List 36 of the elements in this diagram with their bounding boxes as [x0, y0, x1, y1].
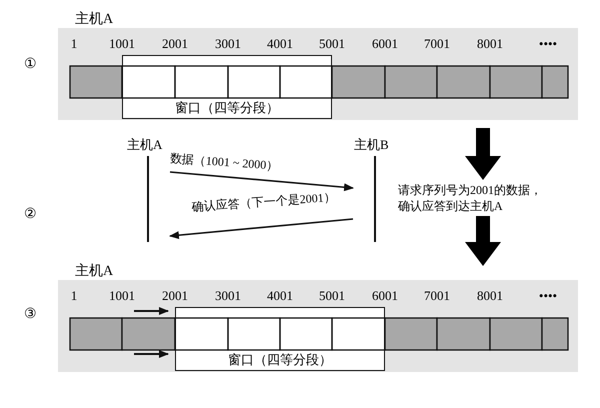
- message-arrow: [169, 218, 354, 240]
- sequence-number: 1001: [109, 36, 135, 52]
- sequence-number: 7001: [424, 288, 450, 304]
- sequence-number: 4001: [267, 36, 293, 52]
- window-label: 窗口（四等分段）: [227, 351, 333, 369]
- sequence-number: 7001: [424, 36, 450, 52]
- sequence-number: 2001: [162, 288, 188, 304]
- step-number: ②: [24, 206, 37, 223]
- host-label: 主机B: [354, 136, 389, 154]
- sequence-number: 8001: [477, 288, 503, 304]
- sequence-number: 3001: [215, 36, 241, 52]
- host-label: 主机A: [75, 262, 114, 280]
- sequence-number: 1: [70, 288, 78, 304]
- sequence-number: 5001: [319, 288, 345, 304]
- host-label: 主机A: [75, 10, 114, 28]
- block-arrow: [465, 216, 501, 266]
- sequence-number: 6001: [372, 288, 398, 304]
- window-label: 窗口（四等分段）: [174, 99, 280, 117]
- window-frame: [122, 55, 332, 119]
- message-arrow: [170, 171, 354, 192]
- sequence-number: 2001: [162, 36, 188, 52]
- sequence-number: 1: [70, 36, 78, 52]
- sequence-number: 8001: [477, 36, 503, 52]
- sequence-number: 6001: [372, 36, 398, 52]
- ellipsis: ••••: [538, 288, 558, 304]
- sequence-number: 5001: [319, 36, 345, 52]
- sequence-number: 1001: [109, 288, 135, 304]
- host-label: 主机A: [127, 136, 162, 154]
- ellipsis: ••••: [538, 36, 558, 52]
- block-arrow: [465, 128, 501, 180]
- note-text: 请求序列号为2001的数据，确认应答到达主机A: [398, 182, 546, 214]
- window-frame: [175, 307, 385, 371]
- step-number: ③: [24, 306, 37, 323]
- sequence-number: 3001: [215, 288, 241, 304]
- step-number: ①: [24, 56, 37, 73]
- sequence-number: 4001: [267, 288, 293, 304]
